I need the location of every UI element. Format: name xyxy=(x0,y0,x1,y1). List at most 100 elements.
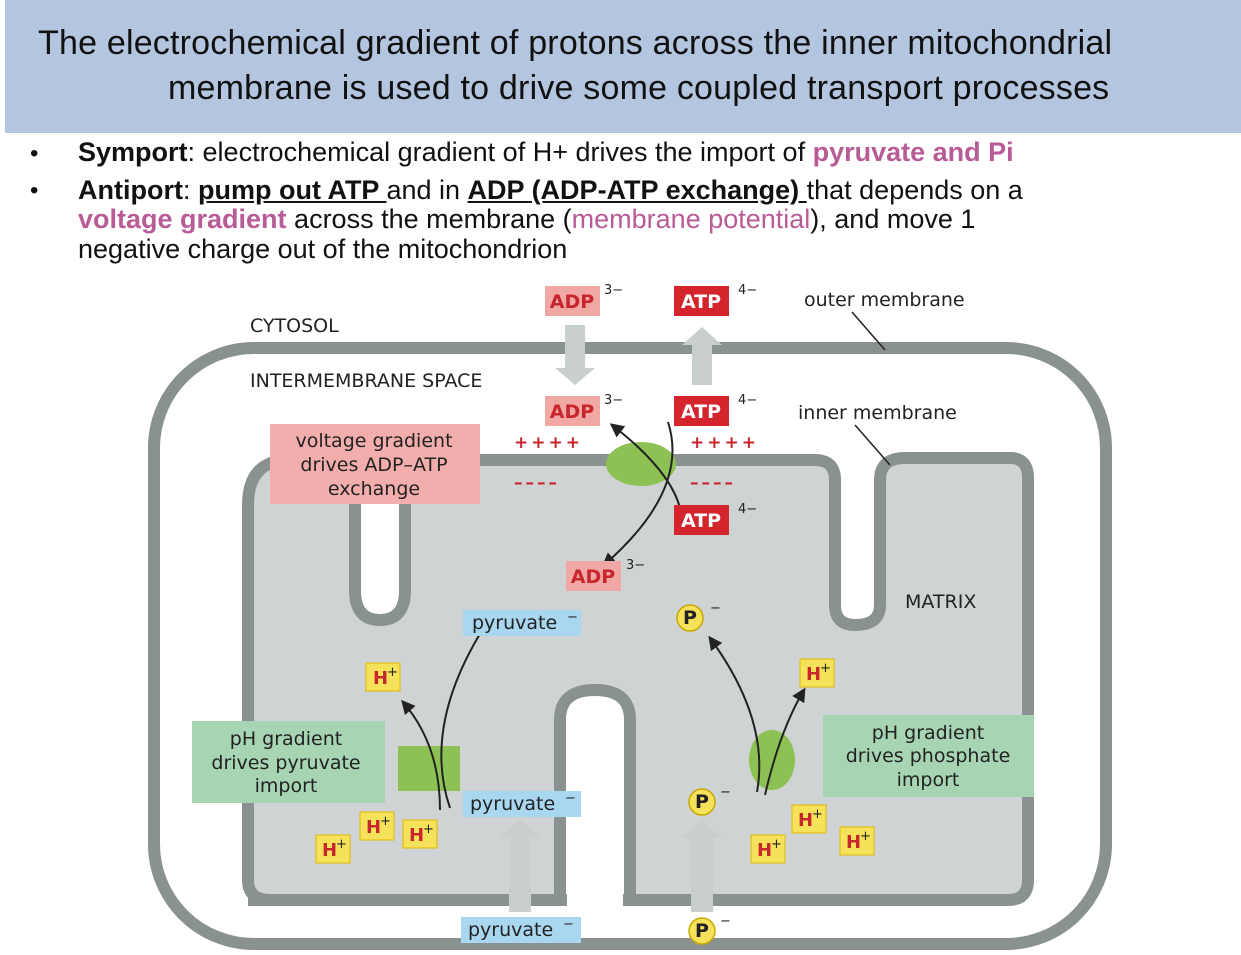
proton-ims-6-plus: + xyxy=(860,829,871,844)
atp-cytosol-charge: 4− xyxy=(738,283,757,298)
inner-membrane-fold-bottom xyxy=(554,683,636,894)
atp-matrix-charge: 4− xyxy=(738,502,757,517)
phosphate-cytosol-charge: − xyxy=(720,914,731,929)
proton-ims-2-plus: + xyxy=(380,814,391,829)
ph-gradient-phosphate-box xyxy=(823,715,1034,797)
proton-ims-4: H + xyxy=(750,834,786,864)
adp-import-arrow xyxy=(555,325,595,385)
adp-matrix-label: ADP xyxy=(571,566,615,588)
bullet-antiport-line-3: negative charge out of the mitochondrion xyxy=(78,234,568,264)
adp-box-intermembrane xyxy=(545,396,600,426)
symport-term: Symport xyxy=(78,137,188,167)
inner-membrane-fold-left xyxy=(349,466,411,627)
voltage-box-line-1: voltage gradient xyxy=(295,430,452,452)
adp-matrix-charge: 3− xyxy=(626,558,645,573)
phosphate-matrix-label: P xyxy=(683,607,697,629)
bottom-gap xyxy=(567,880,623,910)
pyruvate-import-arrow xyxy=(440,609,496,809)
symport-highlight: pyruvate and Pi xyxy=(812,137,1014,167)
antiport-move: ), and move 1 xyxy=(810,204,976,234)
plus-charges-right: ++++ xyxy=(690,433,759,453)
adp-cytosol-label: ADP xyxy=(550,291,594,313)
phosphate-import-arrow xyxy=(708,635,761,793)
pyruvate-box-intermembrane xyxy=(463,791,581,817)
phosphate-cytosol-label: P xyxy=(695,920,709,942)
pyruvate-box-line-1: pH gradient xyxy=(230,728,342,750)
minus-charges-left: –––– xyxy=(514,473,560,493)
proton-ims-3-plus: + xyxy=(423,822,434,837)
adp-intermembrane-label: ADP xyxy=(550,401,594,423)
pyruvate-box-cytosol xyxy=(461,917,581,943)
proton-ims-1: H + xyxy=(315,834,351,864)
slide-title-line-2: membrane is used to drive some coupled t… xyxy=(168,69,1110,107)
antiport-arrow-adp-in xyxy=(601,421,674,567)
pyruvate-symporter xyxy=(398,746,460,791)
minus-charges-right: –––– xyxy=(690,473,736,493)
adp-atp-antiporter xyxy=(606,442,676,486)
voltage-box-line-2: drives ADP–ATP xyxy=(300,454,447,476)
pyruvate-matrix-charge: − xyxy=(567,610,578,625)
atp-intermembrane-charge: 4− xyxy=(738,393,757,408)
matrix-label: MATRIX xyxy=(905,591,976,613)
pyruvate-entry-arrow xyxy=(499,820,541,912)
proton-ims-4-plus: + xyxy=(771,837,782,852)
adp-cytosol-charge: 3− xyxy=(604,283,623,298)
proton-matrix-right-label: H xyxy=(806,664,821,685)
antiport-colon: : xyxy=(182,175,198,205)
proton-matrix-left-label: H xyxy=(373,668,388,689)
pyruvate-box-line-3: import xyxy=(255,775,318,797)
proton-ims-3: H + xyxy=(402,819,438,849)
proton-import-arrow-right xyxy=(764,687,806,796)
ph-gradient-pyruvate-box xyxy=(192,721,385,803)
proton-ims-4-label: H xyxy=(757,840,772,861)
pyruvate-box-matrix xyxy=(463,610,581,636)
bullet-symport: Symport: electrochemical gradient of H+ … xyxy=(78,137,1014,167)
antiport-term: Antiport xyxy=(78,175,183,205)
proton-ims-5-label: H xyxy=(798,810,813,831)
title-banner xyxy=(5,0,1241,133)
cytosol-label: CYTOSOL xyxy=(250,315,339,337)
antiport-pump-out: pump out ATP xyxy=(197,175,387,205)
pyruvate-intermembrane-charge: − xyxy=(565,791,576,806)
bullet-antiport-line-2: voltage gradient across the membrane (me… xyxy=(78,204,975,234)
proton-matrix-right: H + xyxy=(799,658,835,688)
adp-box-matrix xyxy=(566,561,621,591)
atp-box-intermembrane xyxy=(674,396,729,426)
pyruvate-cytosol-charge: − xyxy=(563,917,574,932)
atp-box-matrix xyxy=(674,505,729,535)
proton-ims-6: H + xyxy=(839,826,875,856)
intermembrane-label: INTERMEMBRANE SPACE xyxy=(250,370,482,392)
outer-membrane-label: outer membrane xyxy=(804,289,965,311)
phosphate-symporter xyxy=(749,730,795,790)
bullet-antiport-line-1: Antiport: pump out ATP and in ADP (ADP-A… xyxy=(78,175,1023,205)
antiport-arrow-atp-out xyxy=(609,423,681,509)
plus-charges-left: ++++ xyxy=(514,433,583,453)
voltage-gradient-box xyxy=(270,424,480,504)
proton-ims-2: H + xyxy=(359,811,395,841)
phosphate-box-line-2: drives phosphate xyxy=(846,745,1011,767)
phosphate-matrix xyxy=(676,604,704,632)
antiport-depends: that depends on a xyxy=(806,175,1023,205)
phosphate-intermembrane xyxy=(688,788,716,816)
proton-import-arrow-left xyxy=(401,699,441,811)
proton-ims-2-label: H xyxy=(366,817,381,838)
atp-box-cytosol xyxy=(674,286,729,316)
atp-export-arrow xyxy=(682,327,722,385)
proton-matrix-left: H + xyxy=(365,662,401,692)
proton-ims-1-label: H xyxy=(322,840,337,861)
symport-text: : electrochemical gradient of H+ drives … xyxy=(187,137,813,167)
phosphate-entry-arrow xyxy=(681,820,723,912)
voltage-box-line-3: exchange xyxy=(328,478,420,500)
antiport-exchange: ADP (ADP-ATP exchange) xyxy=(467,175,807,205)
bullet-marker-symport: • xyxy=(30,140,39,167)
proton-ims-1-plus: + xyxy=(336,837,347,852)
bullet-marker-antiport: • xyxy=(30,177,39,204)
outer-membrane-pointer xyxy=(851,311,886,351)
adp-intermembrane-charge: 3− xyxy=(604,393,623,408)
pyruvate-intermembrane-label: pyruvate xyxy=(470,793,555,815)
proton-ims-3-label: H xyxy=(409,825,424,846)
phosphate-box-line-1: pH gradient xyxy=(872,722,984,744)
proton-matrix-right-plus: + xyxy=(820,661,831,676)
